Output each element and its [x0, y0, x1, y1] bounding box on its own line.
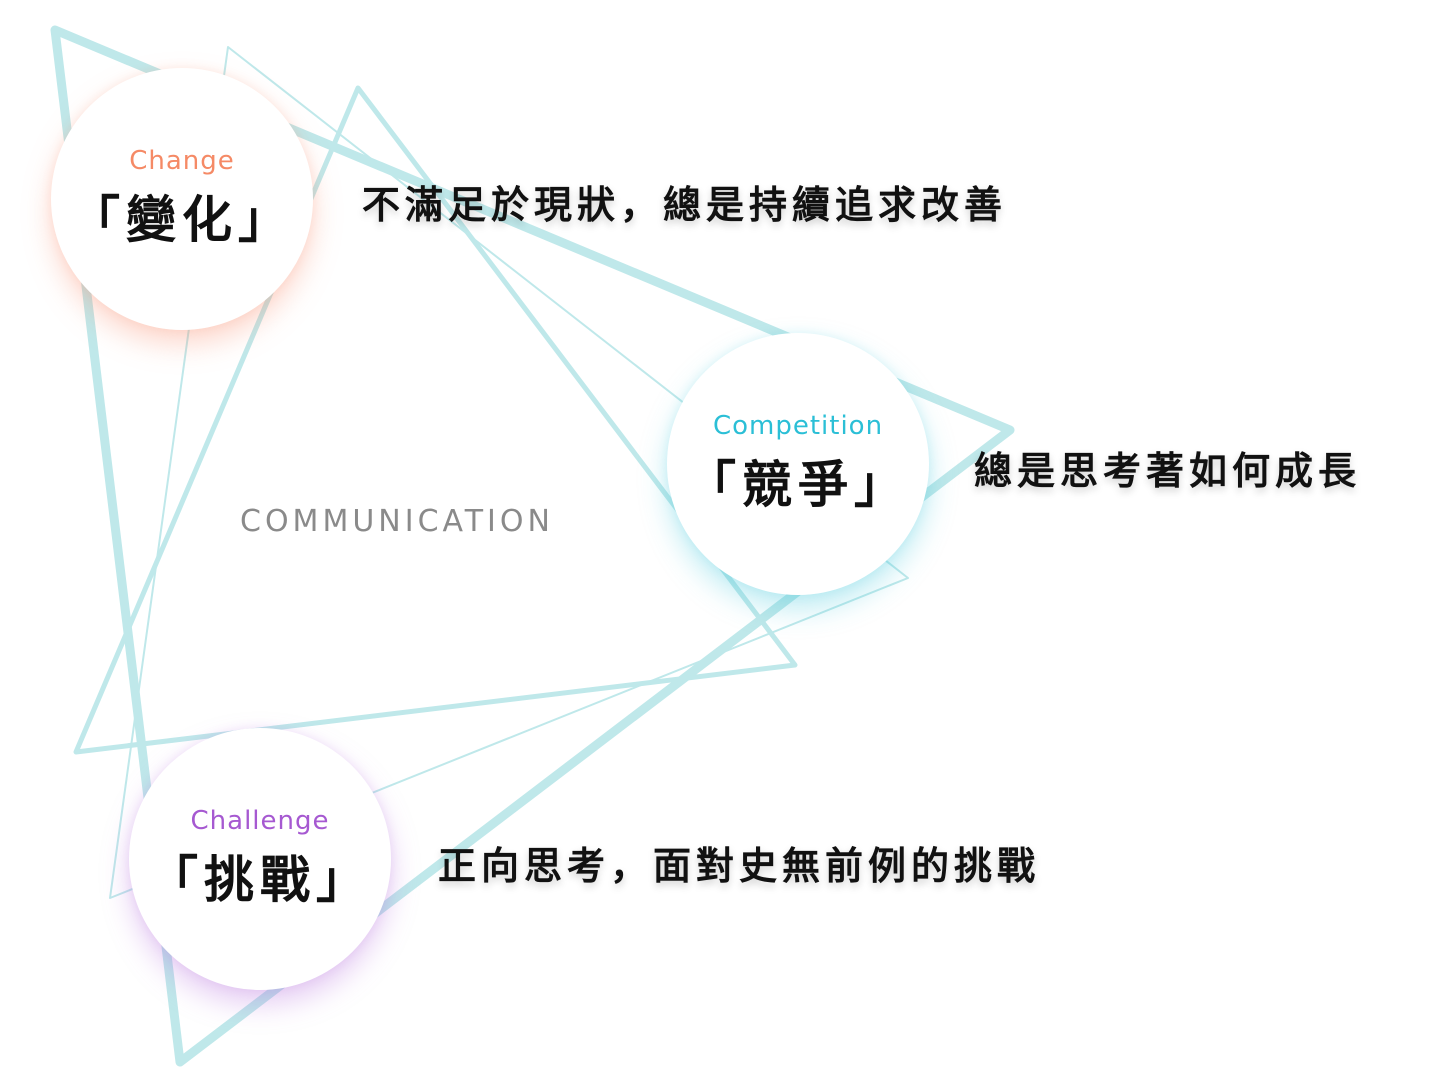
node-challenge: Challenge 「挑戰」: [129, 728, 391, 990]
node-change: Change 「變化」: [51, 68, 313, 330]
node-zh-label: 「競爭」: [686, 456, 910, 514]
node-zh-label: 「挑戰」: [148, 851, 372, 909]
description-challenge: 正向思考，面對史無前例的挑戰: [438, 844, 1041, 888]
triangle-thin: [109, 46, 909, 899]
node-en-label: Competition: [712, 411, 884, 441]
description-change: 不滿足於現狀，總是持續追求改善: [362, 183, 1008, 227]
center-label: COMMUNICATION: [240, 504, 554, 539]
node-zh-label: 「變化」: [70, 191, 294, 249]
node-en-label: Change: [129, 146, 235, 176]
node-en-label: Challenge: [190, 806, 330, 836]
node-competition: Competition 「競爭」: [667, 333, 929, 595]
description-competition: 總是思考著如何成長: [974, 449, 1362, 493]
triangle-large: [50, 25, 1015, 1067]
triangle-middle: [73, 85, 798, 755]
